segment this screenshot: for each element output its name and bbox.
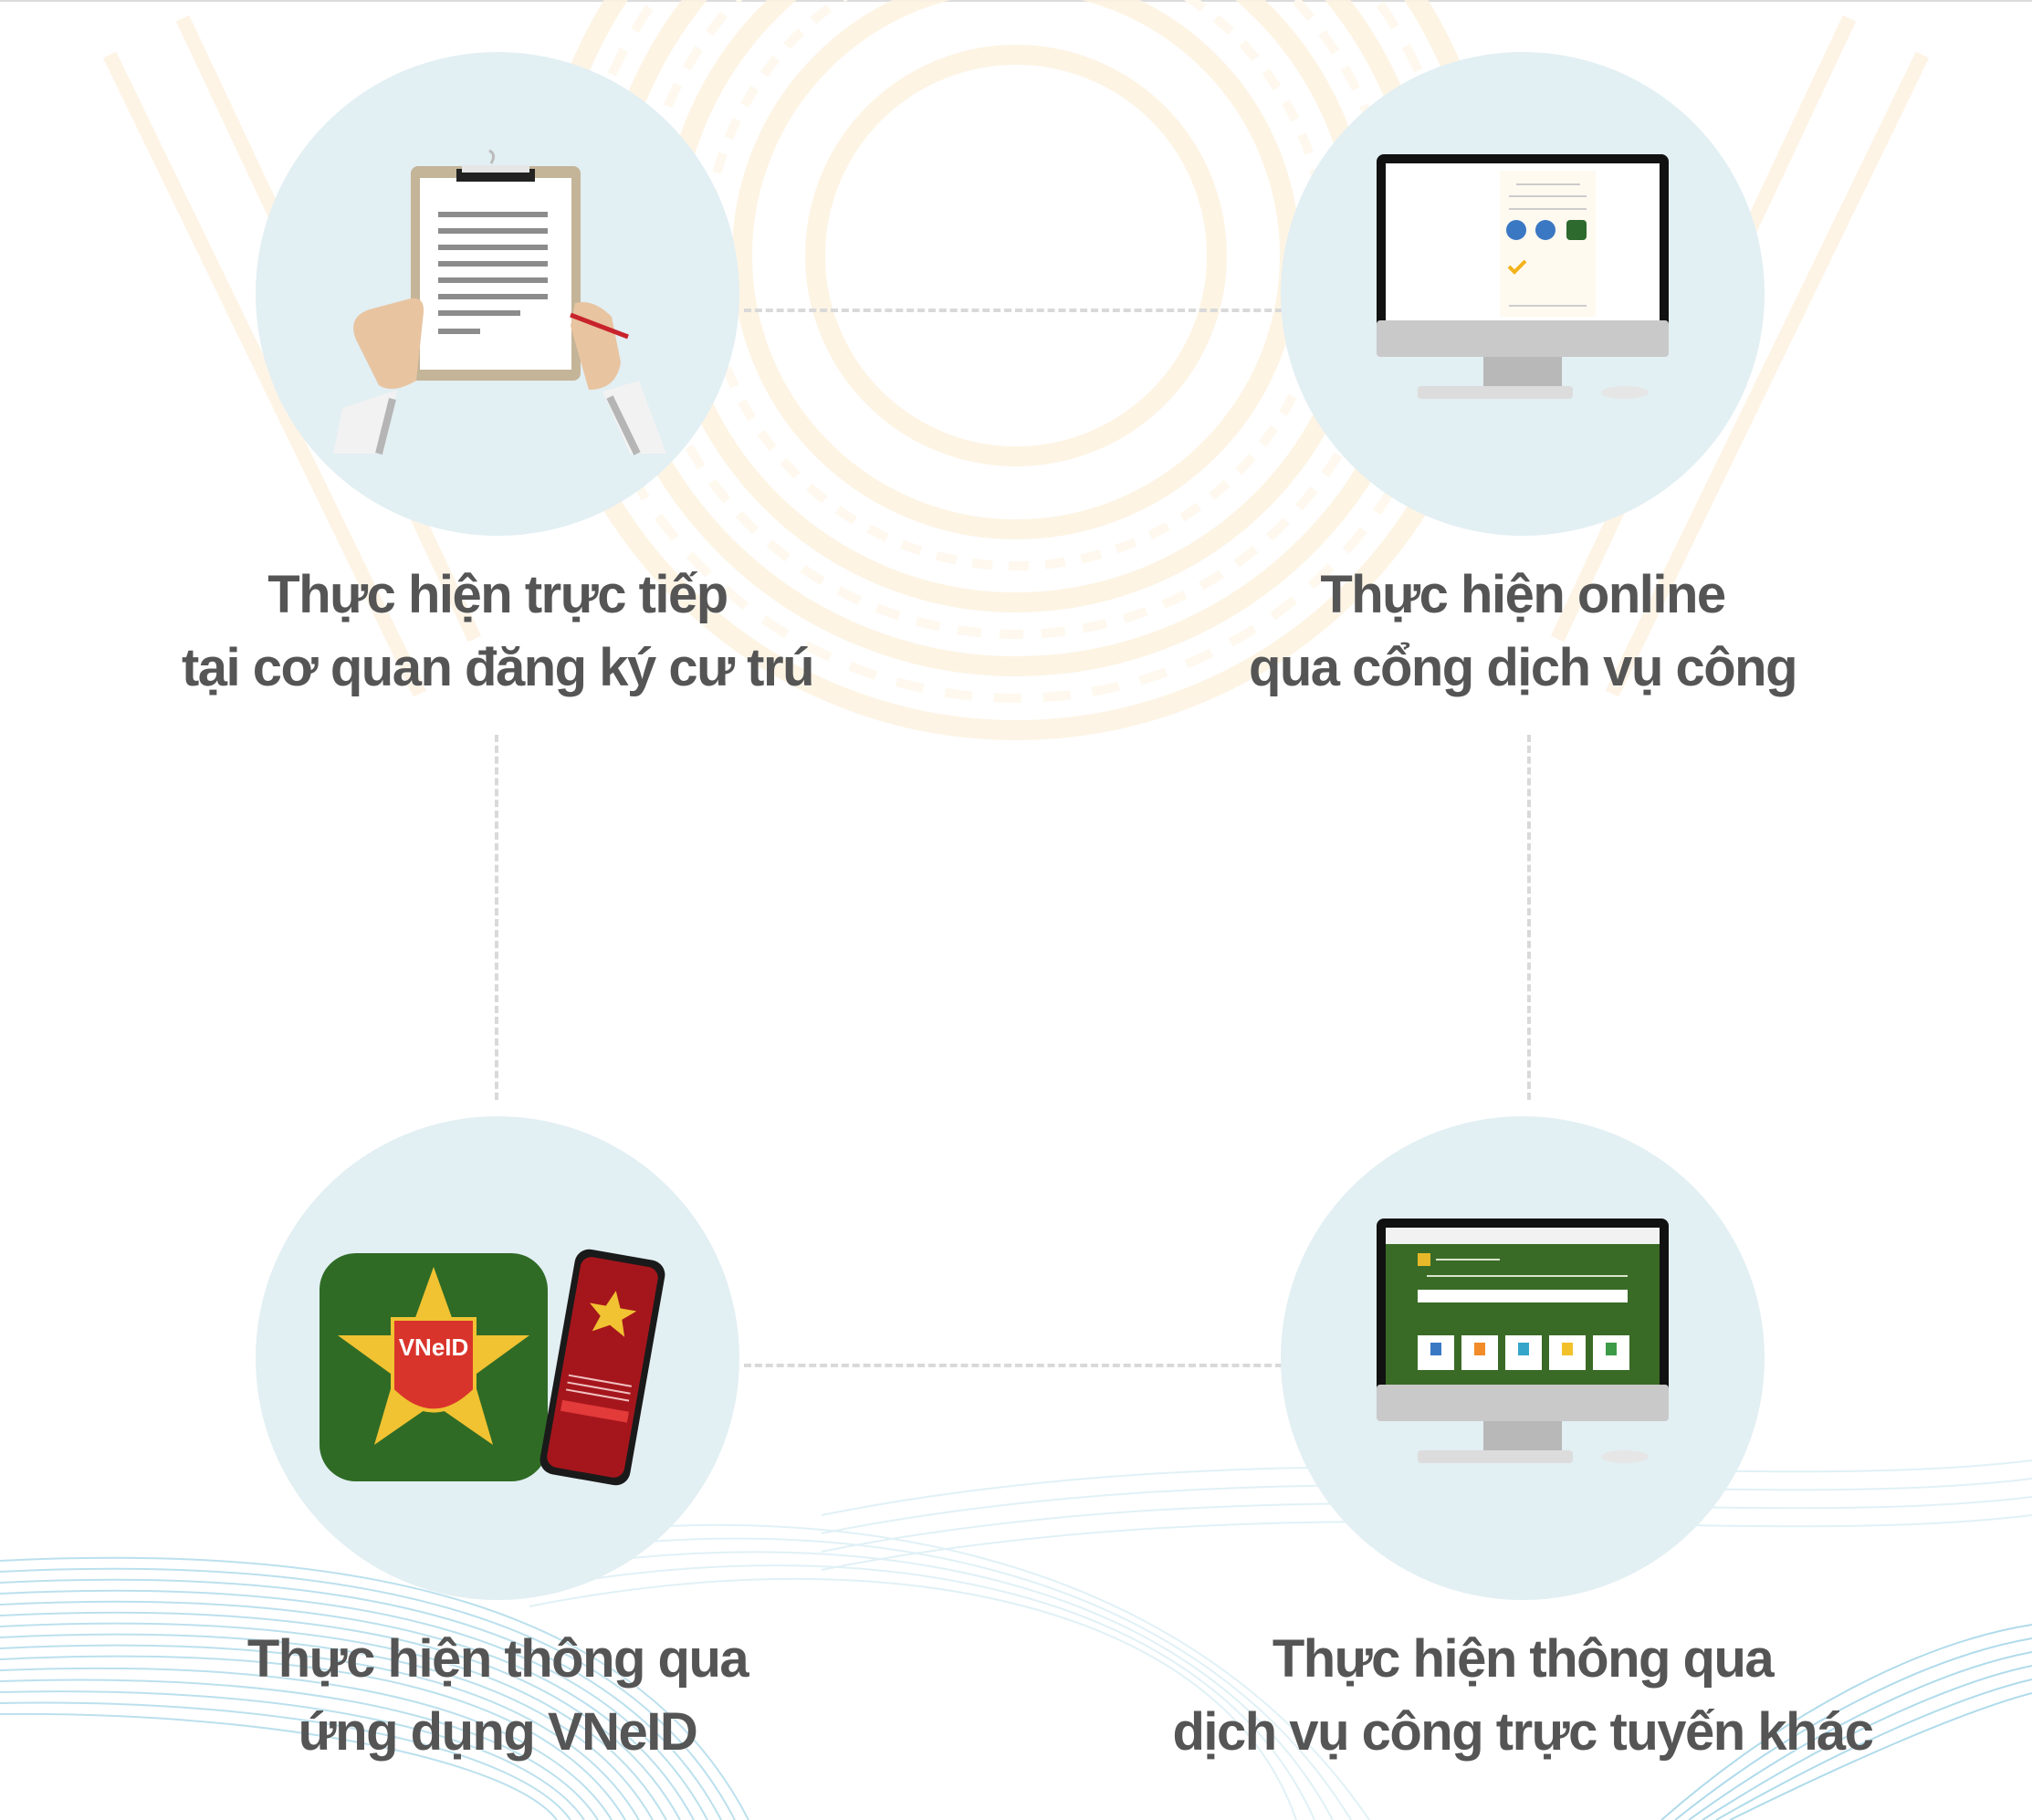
- connector-bottom: [744, 1364, 1283, 1367]
- method-label-line1: Thực hiện thông qua: [246, 1629, 749, 1689]
- clipboard-hands-icon: [333, 149, 666, 455]
- connector-top: [744, 309, 1283, 312]
- method-label-line2: ứng dụng VNeID: [298, 1702, 698, 1762]
- method-label-line1: Thực hiện thông qua: [1272, 1629, 1775, 1689]
- method-label: Thực hiện trực tiếp tại cơ quan đăng ký …: [87, 559, 908, 705]
- method-label-line1: Thực hiện trực tiếp: [267, 565, 728, 624]
- method-label: Thực hiện thông qua dịch vụ công trực tu…: [1112, 1623, 1933, 1769]
- vneid-app-phone-icon: VNeID: [319, 1249, 665, 1486]
- method-label-line2: tại cơ quan đăng ký cư trú: [181, 638, 815, 697]
- connector-left: [495, 735, 498, 1100]
- wave-lines: [0, 1556, 749, 1820]
- method-label-line2: qua cổng dịch vụ công: [1248, 638, 1798, 697]
- top-border: [0, 0, 2032, 2]
- vneid-logo-text: VNeID: [399, 1334, 469, 1361]
- desktop-computer-portal-icon: [1377, 154, 1669, 399]
- method-label-line2: dịch vụ công trực tuyến khác: [1172, 1702, 1874, 1762]
- method-label-line1: Thực hiện online: [1320, 565, 1726, 624]
- method-label: Thực hiện online qua cổng dịch vụ công: [1112, 559, 1933, 705]
- method-label: Thực hiện thông qua ứng dụng VNeID: [87, 1623, 908, 1769]
- desktop-computer-green-portal-icon: [1377, 1219, 1669, 1463]
- connector-right: [1527, 735, 1531, 1100]
